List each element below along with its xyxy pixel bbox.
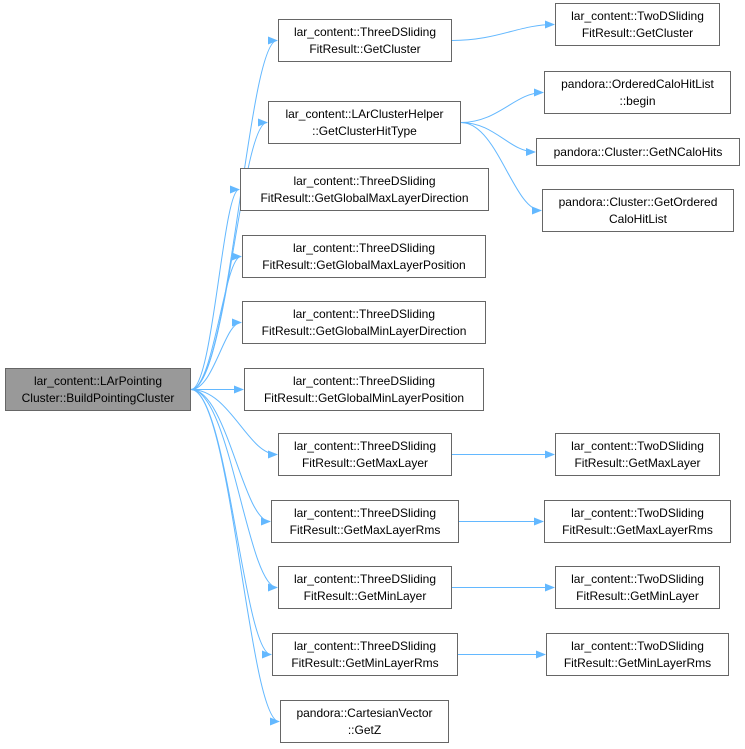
node-label-line: lar_content::ThreeDSliding	[292, 373, 436, 388]
node-twod-get-cluster[interactable]: lar_content::TwoDSliding FitResult::GetC…	[555, 3, 720, 46]
node-label-line: FitResult::GetMaxLayer	[301, 455, 429, 470]
node-threed-get-min-layer-rms[interactable]: lar_content::ThreeDSliding FitResult::Ge…	[272, 633, 458, 676]
node-label-line: lar_content::ThreeDSliding	[293, 638, 437, 653]
node-label-line: CaloHitList	[608, 211, 668, 226]
node-label-line: FitResult::GetGlobalMinLayerPosition	[263, 390, 465, 405]
node-label-line: lar_content::LArPointing	[33, 373, 163, 388]
edge-root-to-n_minrms	[190, 389, 272, 659]
node-twod-get-max-layer-rms[interactable]: lar_content::TwoDSliding FitResult::GetM…	[544, 500, 731, 543]
node-label-line: pandora::Cluster::GetNCaloHits	[553, 144, 723, 159]
node-label-line: lar_content::ThreeDSliding	[293, 571, 437, 586]
node-threed-get-min-layer[interactable]: lar_content::ThreeDSliding FitResult::Ge…	[278, 566, 452, 609]
node-label-line: lar_content::TwoDSliding	[571, 571, 704, 586]
node-label-line: FitResult::GetCluster	[309, 41, 421, 56]
node-label-line: lar_content::TwoDSliding	[571, 8, 704, 23]
node-label-line: lar_content::LArClusterHelper	[285, 106, 444, 121]
node-label-line: pandora::OrderedCaloHitList	[561, 76, 714, 91]
edge-root-to-n_maxdir	[190, 185, 240, 390]
node-threed-global-max-layer-direction[interactable]: lar_content::ThreeDSliding FitResult::Ge…	[240, 168, 489, 211]
node-threed-get-cluster[interactable]: lar_content::ThreeDSliding FitResult::Ge…	[278, 19, 452, 62]
edge-root-to-n_maxlayer	[190, 389, 278, 459]
node-label-line: ::GetZ	[347, 722, 382, 737]
node-label-line: lar_content::ThreeDSliding	[293, 173, 436, 188]
node-label-line: FitResult::GetMinLayer	[303, 588, 427, 603]
node-twod-get-min-layer-rms[interactable]: lar_content::TwoDSliding FitResult::GetM…	[546, 633, 729, 676]
edge-n_hittype-to-p_ncalo	[460, 122, 536, 156]
edge-n_hittype-to-p_begin	[460, 88, 544, 123]
node-twod-get-min-layer[interactable]: lar_content::TwoDSliding FitResult::GetM…	[555, 566, 720, 609]
node-label-line: FitResult::GetGlobalMaxLayerDirection	[260, 190, 469, 205]
node-threed-global-min-layer-position[interactable]: lar_content::ThreeDSliding FitResult::Ge…	[244, 368, 484, 411]
node-label-line: pandora::CartesianVector	[296, 705, 433, 720]
node-label-line: FitResult::GetMaxLayer	[574, 455, 701, 470]
edge-root-to-n_mindir	[190, 318, 242, 390]
edge-root-to-n_maxrms	[190, 389, 271, 526]
node-root-build-pointing-cluster[interactable]: lar_content::LArPointing Cluster::BuildP…	[5, 368, 191, 411]
node-threed-get-max-layer-rms[interactable]: lar_content::ThreeDSliding FitResult::Ge…	[271, 500, 459, 543]
node-label-line: FitResult::GetGlobalMinLayerDirection	[261, 323, 467, 338]
node-label-line: FitResult::GetGlobalMaxLayerPosition	[262, 257, 466, 272]
node-label-line: FitResult::GetMinLayer	[576, 588, 699, 603]
node-ordered-calo-hit-list-begin[interactable]: pandora::OrderedCaloHitList ::begin	[544, 71, 731, 114]
node-threed-global-min-layer-direction[interactable]: lar_content::ThreeDSliding FitResult::Ge…	[242, 301, 486, 344]
node-label-line: FitResult::GetMinLayerRms	[563, 655, 712, 670]
edge-root-to-n_minlayer	[190, 389, 278, 592]
node-label-line: lar_content::ThreeDSliding	[293, 24, 437, 39]
edges-layer	[190, 20, 555, 726]
node-label-line: ::GetClusterHitType	[312, 123, 417, 138]
node-label-line: lar_content::TwoDSliding	[571, 438, 704, 453]
node-label-line: FitResult::GetMaxLayerRms	[562, 522, 713, 537]
node-label-line: lar_content::TwoDSliding	[571, 505, 704, 520]
node-label-line: lar_content::ThreeDSliding	[293, 438, 437, 453]
edge-n_getcluster-to-t_getcluster	[451, 20, 555, 41]
node-label-line: FitResult::GetCluster	[581, 25, 694, 40]
node-label-line: ::begin	[619, 93, 656, 108]
node-label-line: lar_content::ThreeDSliding	[293, 505, 437, 520]
node-threed-get-max-layer[interactable]: lar_content::ThreeDSliding FitResult::Ge…	[278, 433, 452, 476]
node-label-line: lar_content::ThreeDSliding	[292, 306, 436, 321]
node-threed-global-max-layer-position[interactable]: lar_content::ThreeDSliding FitResult::Ge…	[242, 235, 486, 278]
node-label-line: pandora::Cluster::GetOrdered	[558, 194, 718, 209]
node-label-line: lar_content::TwoDSliding	[571, 638, 704, 653]
node-cluster-get-ordered-calo-hit-list[interactable]: pandora::Cluster::GetOrdered CaloHitList	[542, 189, 734, 232]
node-twod-get-max-layer[interactable]: lar_content::TwoDSliding FitResult::GetM…	[555, 433, 720, 476]
edge-root-to-n_maxpos	[190, 252, 242, 390]
node-cartesian-vector-get-z[interactable]: pandora::CartesianVector ::GetZ	[280, 700, 449, 743]
node-label-line: FitResult::GetMaxLayerRms	[289, 522, 441, 537]
node-label-line: lar_content::ThreeDSliding	[292, 240, 436, 255]
edge-root-to-n_getz	[190, 389, 280, 726]
node-label-line: Cluster::BuildPointingCluster	[21, 390, 175, 405]
node-cluster-get-n-calo-hits[interactable]: pandora::Cluster::GetNCaloHits	[536, 138, 740, 166]
node-cluster-helper-hit-type[interactable]: lar_content::LArClusterHelper ::GetClust…	[268, 101, 461, 144]
edge-n_hittype-to-p_ordered	[460, 122, 542, 215]
node-label-line: FitResult::GetMinLayerRms	[291, 655, 439, 670]
